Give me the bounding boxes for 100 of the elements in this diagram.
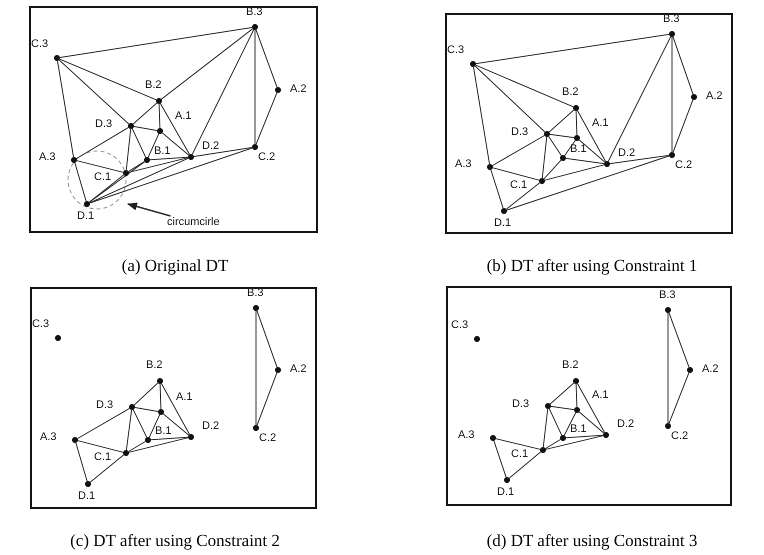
triangulation-edge [161,383,190,435]
point-label: A.3 [40,431,57,443]
panel-frame [29,6,318,233]
triangulation-edge [128,441,146,452]
point-label: D.3 [96,399,114,411]
triangulation-edge [550,406,574,410]
point-label: A.3 [458,429,475,441]
point-dot [490,435,496,441]
point-dot [504,477,510,483]
point-label: D.1 [494,217,512,229]
point-label: C.2 [259,432,276,444]
triangulation-edge [88,174,124,203]
point-label: C.2 [671,430,688,442]
point-label: B.2 [146,359,163,371]
point-dot [603,432,609,438]
triangulation-edge [577,383,605,433]
triangulation-edge [192,29,254,155]
triangulation-edge [476,34,670,64]
triangulation-edge [564,140,576,156]
point-label: A.3 [39,151,56,163]
point-dot [123,450,129,456]
point-dot [604,161,610,167]
point-dot [687,367,693,373]
figure-caption: (a) Original DT [122,256,228,276]
point-label: D.3 [511,126,528,138]
point-dot [188,434,194,440]
point-dot [253,305,259,311]
point-dot [560,435,566,441]
point-label: B.3 [659,289,676,301]
triangulation-edge [90,454,124,483]
point-label: D.1 [77,210,94,222]
triangulation-edge [132,409,148,438]
triangulation-edge [150,156,188,160]
triangulation-edge [160,28,254,100]
point-dot [665,307,671,313]
triangulation-edge [132,102,158,124]
point-dot [275,367,281,373]
point-dot [665,423,671,429]
point-dot [560,155,566,161]
triangulation-edge [475,64,574,108]
point-label: D.3 [95,118,112,130]
triangulation-edge [576,110,578,136]
triangulation-edge [578,412,604,434]
triangulation-edge [493,440,507,478]
point-dot [158,409,164,415]
triangulation-edge [162,132,190,156]
point-dot [487,164,493,170]
triangulation-edge [548,136,562,156]
point-dot [669,31,675,37]
point-dot [144,157,150,163]
triangulation-edge [506,155,670,211]
triangulation-edge [58,60,130,124]
triangulation-edge [548,110,574,132]
triangulation-edge [132,128,146,158]
point-dot [157,128,163,134]
point-dot [691,94,697,100]
point-label: D.2 [617,418,634,430]
point-dot [275,87,281,93]
triangulation-edge [542,136,548,178]
triangulation-edge [578,140,606,162]
triangulation-edge [75,442,88,482]
point-dot [474,336,480,342]
point-label: B.2 [562,359,579,371]
triangulation-edge [668,372,690,424]
triangulation-edge [256,372,278,426]
point-label: A.2 [290,363,307,375]
triangulation-edge [608,36,672,162]
triangulation-edge [126,410,132,450]
arrow [127,202,171,217]
panel-frame [30,287,317,509]
triangulation-edge [672,36,694,95]
triangulation-edge [128,157,189,173]
triangulation-edge [89,148,253,204]
point-label: B.1 [155,425,172,437]
triangulation-edge [134,382,158,406]
triangulation-edge [544,160,562,180]
triangulation-edge [74,162,87,202]
point-dot [501,208,507,214]
point-dot [669,152,675,158]
point-label: D.2 [202,140,220,152]
triangulation-edge [545,435,604,450]
triangulation-edge [150,436,188,440]
triangulation-edge [544,164,605,181]
triangulation-edge [566,158,604,164]
point-dot [573,378,579,384]
triangulation-edge [59,58,157,100]
point-label: C.1 [94,451,112,463]
point-label: B.1 [570,423,587,435]
point-dot [545,403,551,409]
triangulation-edge [194,147,252,157]
triangulation-edge [506,182,540,210]
point-dot [470,61,476,67]
triangulation-edge [89,158,189,204]
triangulation-edge [128,161,145,172]
triangulation-edge [134,407,158,412]
panel-frame [445,13,733,234]
triangulation-edge [128,437,189,453]
point-label: D.2 [618,147,636,159]
triangulation-edge [148,414,160,438]
triangulation-edge [77,408,130,439]
